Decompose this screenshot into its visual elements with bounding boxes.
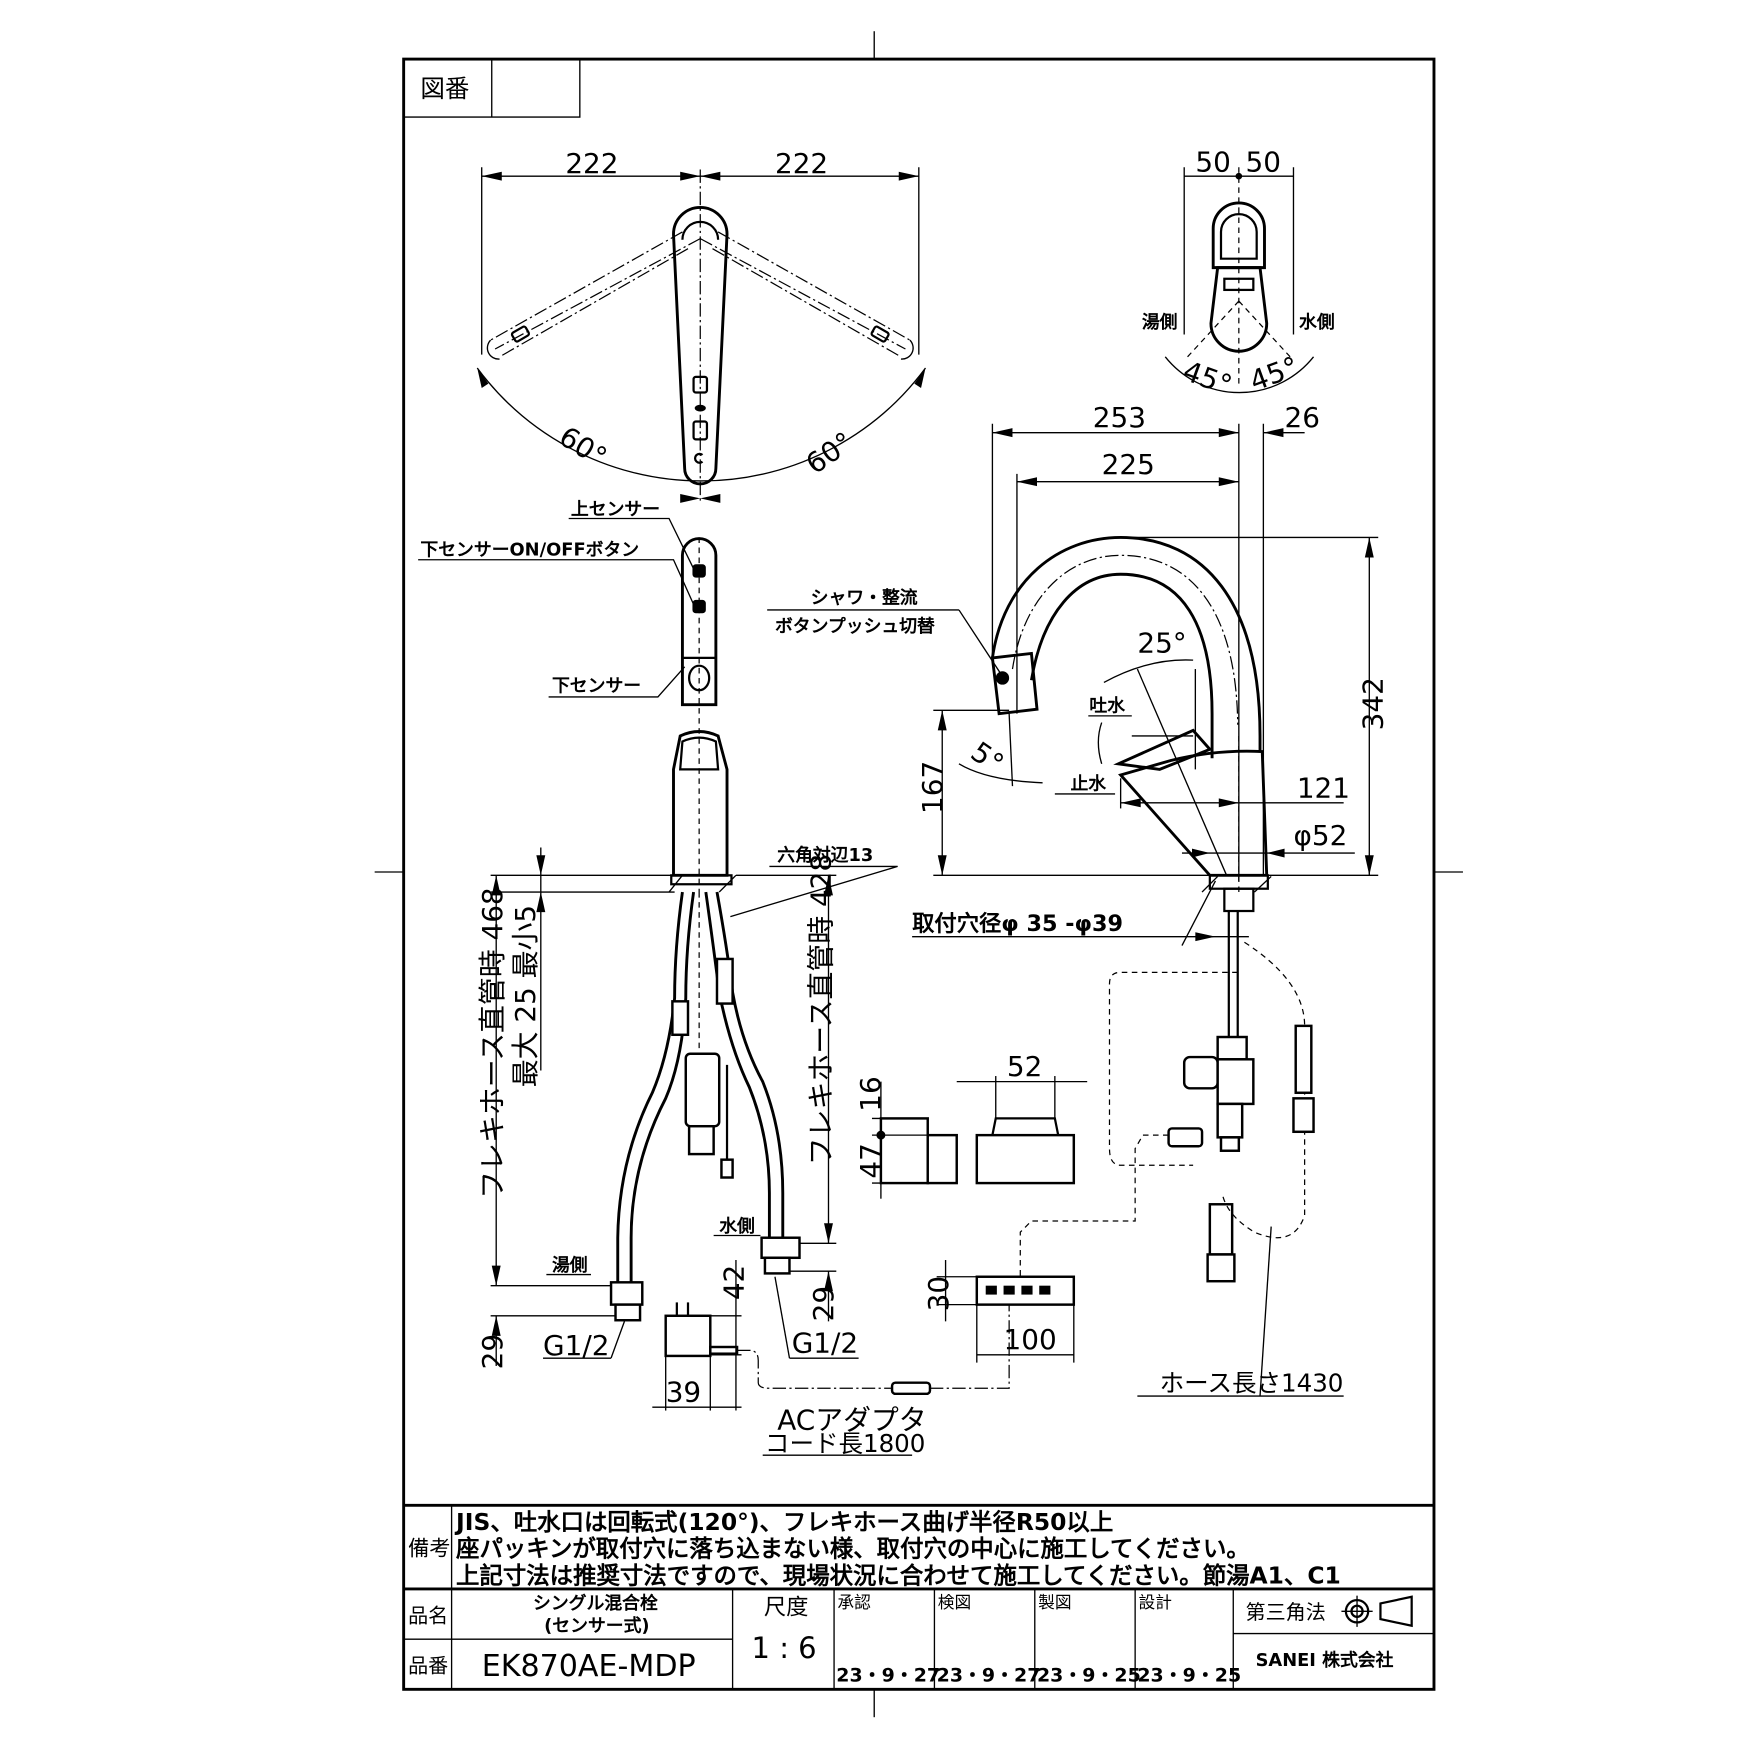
angle-45-right: 45° [1245,350,1303,398]
callout-hex: 六角対辺13 [777,844,873,866]
cord-length-label: コード長1800 [765,1429,925,1458]
shower-switch-callout: シャワ・整流 ボタンプッシュ切替 [767,586,1002,675]
angle-5: 5° [965,735,1010,780]
drawing-number-box: 図番 [403,59,581,118]
product-name-line-1: シングル混合栓 [533,1592,658,1614]
drafting-date: 23・9・25 [1037,1665,1141,1687]
dim-342: 342 [1357,677,1390,730]
dim-16: 16 [854,1076,887,1111]
callout-lower-sensor-button: 下センサーON/OFFボタン [420,539,639,560]
dim-167: 167 [916,761,949,814]
counter-thickness: 最大 25 最小5 [509,905,542,1087]
product-number: EK870AE-MDP [482,1649,696,1684]
dim-47: 47 [854,1143,887,1178]
side-view: 253 26 225 342 25° 吐水 止水 5° [912,401,1390,1283]
design-date: 23・9・25 [1137,1665,1241,1687]
remark-line-2: 座パッキンが取付穴に落ち込まない様、取付穴の中心に施工してください。 [456,1535,1250,1563]
dim-29-left: 29 [476,1334,509,1369]
dia-52: φ52 [1293,819,1347,852]
top-view: 222 222 60° 60° [476,147,927,503]
angle-60-left: 60° [553,420,612,474]
dim-42: 42 [718,1265,751,1300]
drawing-frame [374,31,1463,1718]
approval-label: 承認 [837,1592,871,1612]
dim-30: 30 [922,1276,955,1311]
hot-side-hose-label: 湯側 [552,1254,588,1276]
angle-45-left: 45° [1179,354,1237,402]
hose-hot-length: フレキホース直管時 468 [476,887,509,1198]
angle-25: 25° [1137,626,1186,659]
front-view-faucet: 上センサー 下センサーON/OFFボタン 下センサー 六角対辺13 [418,499,898,918]
cold-side-hose-label: 水側 [719,1215,755,1237]
mount-hole-label: 取付穴径φ 35 -φ39 [912,910,1123,937]
angle-60-right: 60° [800,425,859,480]
dim-253: 253 [1093,401,1146,434]
water-on-label: 吐水 [1089,694,1125,716]
scale-value: 1 : 6 [752,1631,817,1665]
third-angle-projection-icon [1341,1595,1413,1628]
dim-50-left: 50 [1195,146,1230,179]
remarks-label: 備考 [408,1536,450,1561]
approval-date: 23・9・27 [836,1665,940,1687]
title-block: 備考 JIS、吐水口は回転式(120°)、フレキホース曲げ半径R50以上 座パッ… [403,1503,1434,1690]
remark-line-3: 上記寸法は推奨寸法ですので、現場状況に合わせて施工してください。節湯A1、C1 [456,1561,1341,1589]
product-number-label: 品番 [408,1654,448,1678]
under-counter-view: フレキホース直管時 468 最大 25 最小5 29 湯側 G1/2 フレキホー… [476,847,1344,1458]
product-name-line-2: (センサー式) [544,1614,649,1636]
callout-lower-sensor: 下センサー [552,675,641,696]
dim-222-right: 222 [775,147,828,180]
check-label: 検図 [938,1592,971,1612]
thread-left: G1/2 [543,1329,609,1362]
hot-side-label: 湯側 [1142,311,1178,333]
handle-front-view: 50 50 湯側 水側 45° 45° [1142,146,1335,402]
company-name: SANEI 株式会社 [1256,1649,1394,1671]
dim-121: 121 [1297,771,1350,804]
dim-26: 26 [1285,401,1320,434]
callout-shower-1: シャワ・整流 [811,586,918,608]
scale-label: 尺度 [764,1595,809,1621]
drafting-label: 製図 [1038,1592,1071,1612]
dim-100: 100 [1004,1323,1057,1356]
hose-length-label: ホース長さ1430 [1160,1369,1344,1398]
dim-50-right: 50 [1246,146,1281,179]
callout-shower-2: ボタンプッシュ切替 [775,615,935,637]
cold-side-label: 水側 [1299,311,1335,333]
dim-29-right: 29 [807,1286,840,1321]
thread-right: G1/2 [792,1327,858,1360]
remark-line-1: JIS、吐水口は回転式(120°)、フレキホース曲げ半径R50以上 [454,1508,1113,1536]
callout-upper-sensor: 上センサー [571,499,660,520]
design-label: 設計 [1138,1592,1171,1612]
drawing-number-label: 図番 [420,74,469,103]
water-off-label: 止水 [1070,772,1106,794]
check-date: 23・9・27 [937,1665,1041,1687]
product-name-label: 品名 [408,1603,448,1627]
dim-225: 225 [1102,448,1155,481]
dim-52: 52 [1007,1050,1042,1083]
hose-cold-length: フレキホース直管時 428 [805,854,838,1165]
projection-label: 第三角法 [1246,1600,1326,1624]
dim-39: 39 [666,1376,701,1409]
dim-222-left: 222 [565,147,618,180]
ac-adapter-label: ACアダプタ [777,1404,926,1437]
